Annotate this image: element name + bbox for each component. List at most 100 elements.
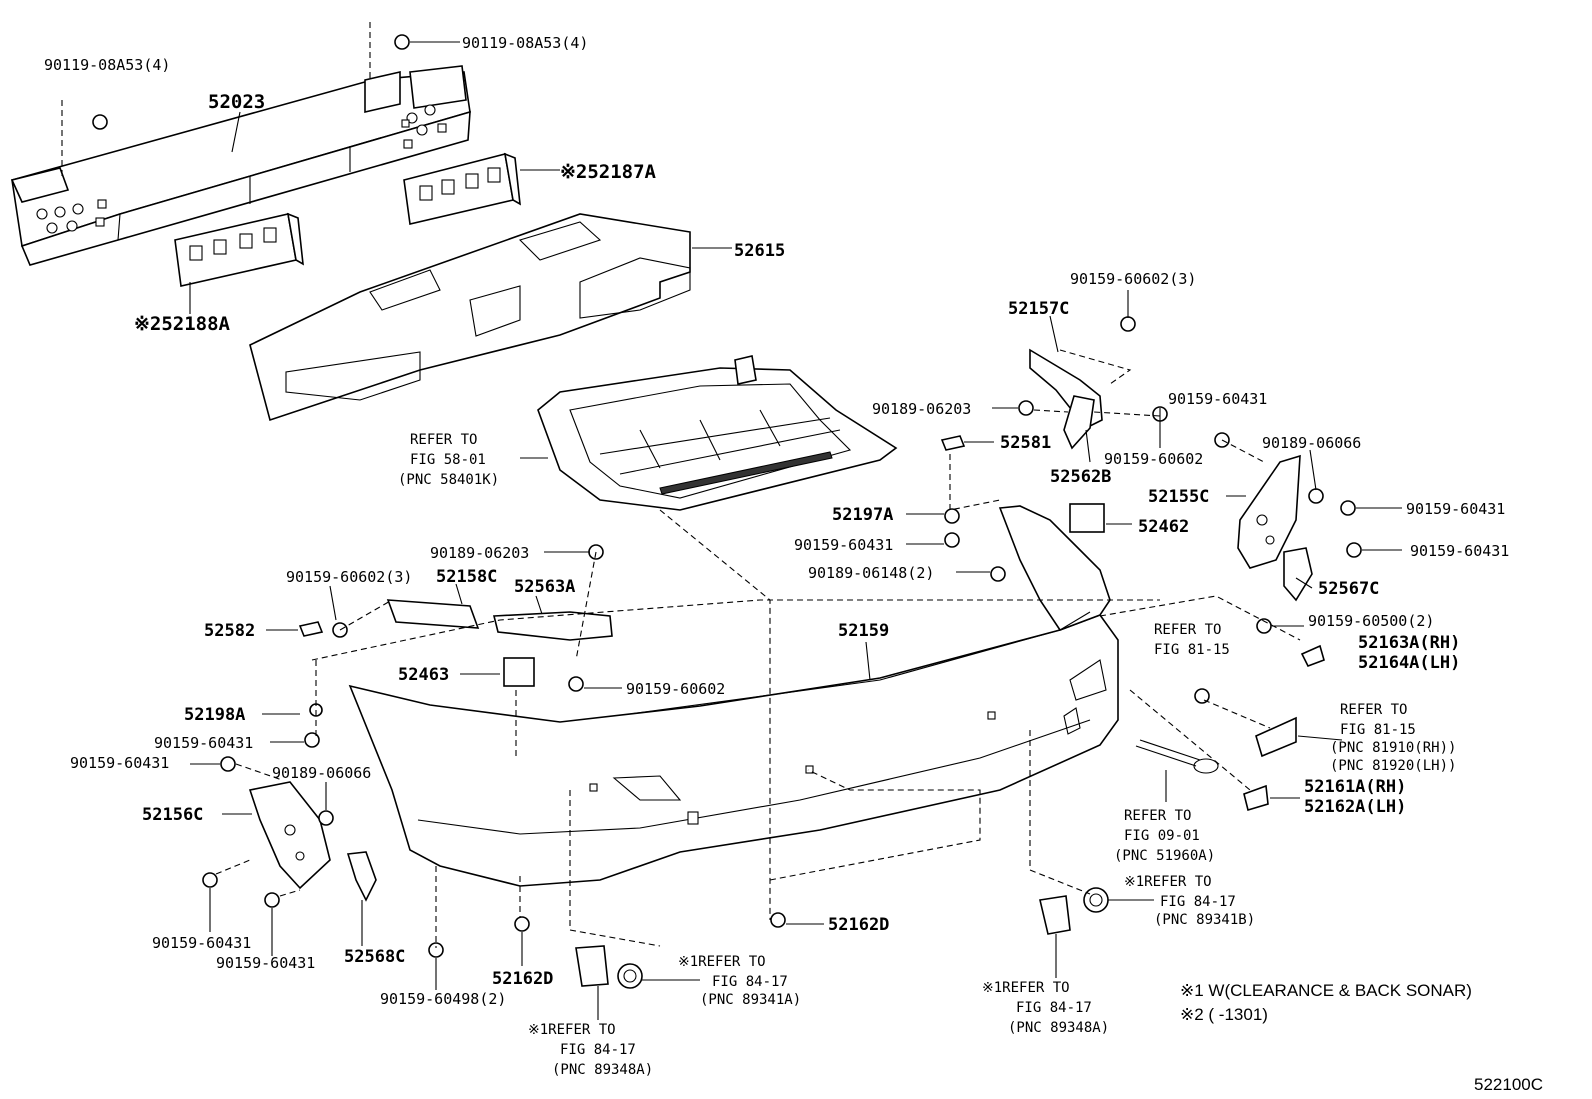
reflector-52163a-shape <box>1300 644 1325 668</box>
label-refer-8115a-2: FIG 81-15 <box>1154 642 1230 658</box>
label-52158c: 52158C <box>436 567 497 587</box>
label-52159: 52159 <box>838 621 889 641</box>
label-refer-8115b-4: (PNC 81920(LH)) <box>1330 758 1456 774</box>
label-refer-58-3: (PNC 58401K) <box>398 472 499 488</box>
label-52162d-left: 52162D <box>492 969 553 989</box>
label-clip-3-top: 90159-60602(3) <box>1070 270 1196 288</box>
label-52567c: 52567C <box>1318 579 1379 599</box>
label-sonar-lb-2: FIG 84-17 <box>560 1042 636 1058</box>
bumper-reinforcement <box>10 65 471 266</box>
sonar-right <box>1039 887 1109 935</box>
label-screw-60431-r2: 90159-60431 <box>1406 500 1505 518</box>
label-sonar-rb-1: ※1REFER TO <box>982 980 1070 996</box>
label-52155c: 52155C <box>1148 487 1209 507</box>
label-52198a: 52198A <box>184 705 245 725</box>
label-refer-8115b-2: FIG 81-15 <box>1340 722 1416 738</box>
label-screw-60431-m: 90159-60431 <box>794 536 893 554</box>
reflector-81915-shape <box>1255 716 1297 758</box>
label-refer-8115b-1: REFER TO <box>1340 702 1407 718</box>
label-bolt-top-right: 90119-08A53(4) <box>462 34 588 52</box>
label-screw-06066-r: 90189-06066 <box>1262 434 1361 452</box>
label-52162a-lh: 52162A(LH) <box>1304 797 1406 817</box>
label-52023: 52023 <box>208 91 265 113</box>
bracket-52155c-shape <box>1237 454 1301 569</box>
label-sonar-l-1: ※1REFER TO <box>678 954 766 970</box>
label-refer-0901-3: (PNC 51960A) <box>1114 848 1215 864</box>
label-52163a-rh: 52163A(RH) <box>1358 633 1460 653</box>
label-52582: 52582 <box>204 621 255 641</box>
label-screw-06203-l: 90189-06203 <box>430 544 529 562</box>
label-52157c: 52157C <box>1008 299 1069 319</box>
bumper-cover <box>348 505 1119 887</box>
bracket-52563a-shape <box>492 611 613 641</box>
bracket-52156c-shape <box>248 781 331 890</box>
label-refer-0901-2: FIG 09-01 <box>1124 828 1200 844</box>
label-refer-0901-1: REFER TO <box>1124 808 1191 824</box>
label-sonar-l-2: FIG 84-17 <box>712 974 788 990</box>
label-refer-8115b-3: (PNC 81910(RH)) <box>1330 740 1456 756</box>
label-screw-60431-l3: 90159-60431 <box>152 934 251 952</box>
pad-52462-shape <box>1069 503 1105 533</box>
under-tray <box>537 355 898 511</box>
label-screw-60431-l1: 90159-60431 <box>154 734 253 752</box>
label-52187a: ※252187A <box>560 161 657 183</box>
energy-absorber <box>249 213 691 422</box>
label-sonar-lb-1: ※1REFER TO <box>528 1022 616 1038</box>
label-sonar-r-1: ※1REFER TO <box>1124 874 1212 890</box>
label-52197a: 52197A <box>832 505 893 525</box>
figure-code: 522100C <box>1474 1075 1543 1094</box>
label-screw-06148: 90189-06148(2) <box>808 564 934 582</box>
pad-52582-shape <box>298 621 324 637</box>
label-screw-60500: 90159-60500(2) <box>1308 612 1434 630</box>
label-52156c: 52156C <box>142 805 203 825</box>
label-52581: 52581 <box>1000 433 1051 453</box>
note-2: ※2 ( -1301) <box>1180 1005 1268 1024</box>
label-screw-60431-l4: 90159-60431 <box>216 954 315 972</box>
pad-52581-shape <box>940 435 966 451</box>
label-sonar-lb-3: (PNC 89348A) <box>552 1062 653 1078</box>
label-sonar-r-3: (PNC 89341B) <box>1154 912 1255 928</box>
label-52568c: 52568C <box>344 947 405 967</box>
label-sonar-rb-3: (PNC 89348A) <box>1008 1020 1109 1036</box>
label-sonar-l-3: (PNC 89341A) <box>700 992 801 1008</box>
label-bolt-top-left: 90119-08A53(4) <box>44 56 170 74</box>
label-52462: 52462 <box>1138 517 1189 537</box>
label-52563a: 52563A <box>514 577 575 597</box>
assembly-lines <box>61 22 1301 948</box>
label-52188a: ※252188A <box>134 313 231 335</box>
label-refer-58-1: REFER TO <box>410 432 477 448</box>
label-52164a-lh: 52164A(LH) <box>1358 653 1460 673</box>
label-screw-60431-r1: 90159-60431 <box>1168 390 1267 408</box>
note-1: ※1 W(CLEARANCE & BACK SONAR) <box>1180 981 1472 1000</box>
label-sonar-r-2: FIG 84-17 <box>1160 894 1236 910</box>
label-sonar-rb-2: FIG 84-17 <box>1016 1000 1092 1016</box>
fasteners <box>92 34 1362 958</box>
label-screw-60498: 90159-60498(2) <box>380 990 506 1008</box>
retainer-52188a <box>174 212 304 287</box>
bracket-52562b-shape <box>1063 395 1095 450</box>
tow-hook <box>1135 739 1219 774</box>
pad-52463-shape <box>503 657 535 687</box>
retainer-52187a <box>403 152 521 225</box>
leader-lines <box>189 41 1402 1020</box>
label-52615: 52615 <box>734 241 785 261</box>
label-screw-60431-l2: 90159-60431 <box>70 754 169 772</box>
cap-52161a-shape <box>1243 784 1269 812</box>
label-52161a-rh: 52161A(RH) <box>1304 777 1406 797</box>
label-refer-58-2: FIG 58-01 <box>410 452 486 468</box>
label-screw-60602-l: 90159-60602 <box>626 680 725 698</box>
bracket-52158c-shape <box>386 599 480 629</box>
label-screw-60431-r3: 90159-60431 <box>1410 542 1509 560</box>
label-screw-60602-r: 90159-60602 <box>1104 450 1203 468</box>
bracket-52567c-shape <box>1283 547 1313 602</box>
sonar-left <box>575 945 643 989</box>
bracket-52568c-shape <box>346 851 377 902</box>
label-52463: 52463 <box>398 665 449 685</box>
label-clip-3-left: 90159-60602(3) <box>286 568 412 586</box>
label-52562b: 52562B <box>1050 467 1111 487</box>
label-refer-8115a-1: REFER TO <box>1154 622 1221 638</box>
label-screw-06203-r: 90189-06203 <box>872 400 971 418</box>
label-screw-06066-l: 90189-06066 <box>272 764 371 782</box>
label-52162d-right: 52162D <box>828 915 889 935</box>
